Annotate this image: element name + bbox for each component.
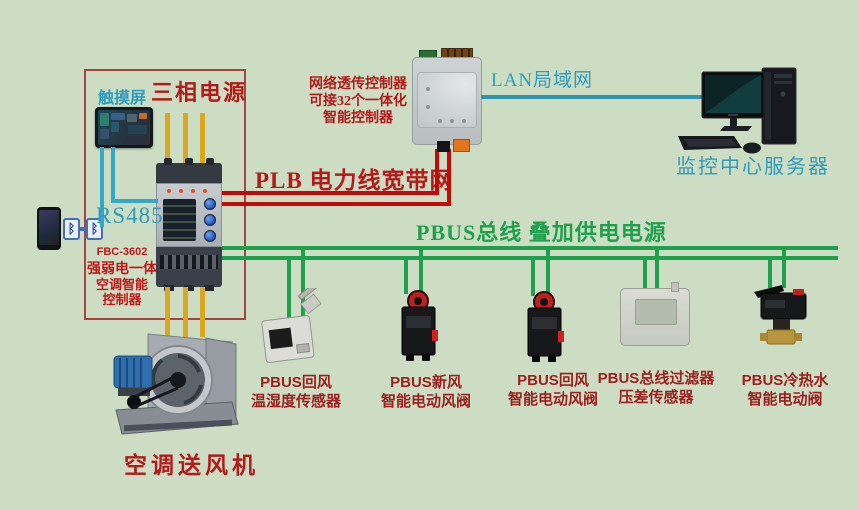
fan-power-wire (165, 287, 170, 337)
rs485-label: RS485 (96, 203, 164, 228)
rs485-wire (111, 199, 158, 203)
pbus-drop (287, 256, 291, 332)
fan-label: 空调送风机 (124, 453, 259, 478)
pbus-drop (419, 246, 423, 294)
plb-line (435, 149, 439, 195)
damper-actuator-icon (401, 290, 438, 361)
device-label-water-valve: PBUS冷热水 智能电动阀 (741, 372, 829, 408)
pbus-drop (655, 246, 659, 290)
supply-fan-icon (113, 333, 239, 435)
temp-humidity-sensor-icon (261, 288, 328, 363)
plb-line (447, 149, 451, 206)
touchscreen-label: 触摸屏 (98, 90, 147, 107)
controller-desc-3: 控制器 (102, 292, 142, 307)
rs485-wire (111, 147, 115, 203)
gateway-label-line2: 可接32个一体化 (309, 94, 407, 109)
three-phase-power-label: 三相电源 (151, 80, 248, 105)
bt-link-line (78, 227, 88, 231)
fan-power-wire (183, 287, 188, 337)
pbus-drop (531, 256, 535, 296)
pbus-drop (643, 256, 647, 290)
lan-label: LAN局域网 (491, 70, 594, 91)
controller-display (163, 199, 196, 241)
gateway-label-line3: 智能控制器 (323, 111, 393, 126)
pbus-drop (546, 246, 550, 296)
gateway-label-line1: 网络透传控制器 (309, 77, 407, 92)
plb-network-label: PLB 电力线宽带网 (255, 168, 454, 193)
smartphone-icon (37, 207, 61, 250)
fan-power-wire (200, 287, 205, 337)
bluetooth-icon: ᛒ (86, 218, 103, 240)
phase-wire (200, 113, 205, 165)
server-computer-icon (678, 67, 797, 154)
gateway-label: 网络透传控制器 可接32个一体化 智能控制器 (302, 76, 414, 127)
gateway-device-icon (412, 48, 482, 152)
fbc3602-controller-icon (156, 158, 222, 291)
controller-desc-2: 空调智能 (95, 277, 148, 292)
damper-actuator-icon (527, 291, 564, 362)
device-label-return-air-damper: PBUS回风 智能电动风阀 (507, 372, 598, 408)
controller-desc-1: 强弱电一体 (87, 262, 157, 277)
plb-line (222, 191, 439, 195)
pbus-drop (768, 256, 772, 288)
pbus-drop (782, 246, 786, 288)
pbus-bus-label: PBUS总线 叠加供电电源 (416, 220, 667, 245)
pressure-sensor-icon (620, 282, 690, 346)
pbus-line (222, 246, 838, 250)
water-valve-icon (754, 285, 807, 345)
pbus-line (222, 256, 838, 260)
controller-model-label: FBC-3602 (96, 246, 148, 258)
phase-wire (165, 113, 170, 165)
pbus-drop (404, 256, 408, 294)
device-label-filter-pressure-sensor: PBUS总线过滤器 压差传感器 (597, 370, 715, 406)
lan-line (481, 95, 705, 99)
phase-wire (183, 113, 188, 165)
device-label-fresh-air-damper: PBUS新风 智能电动风阀 (380, 374, 471, 410)
device-label-th-sensor: PBUS回风 温湿度传感器 (250, 374, 341, 410)
plb-line (222, 202, 451, 206)
server-label: 监控中心服务器 (676, 156, 830, 178)
pbus-drop (301, 246, 305, 332)
touchscreen-device-icon (95, 107, 153, 148)
rs485-wire (100, 147, 104, 227)
touchscreen-screen (98, 110, 150, 145)
